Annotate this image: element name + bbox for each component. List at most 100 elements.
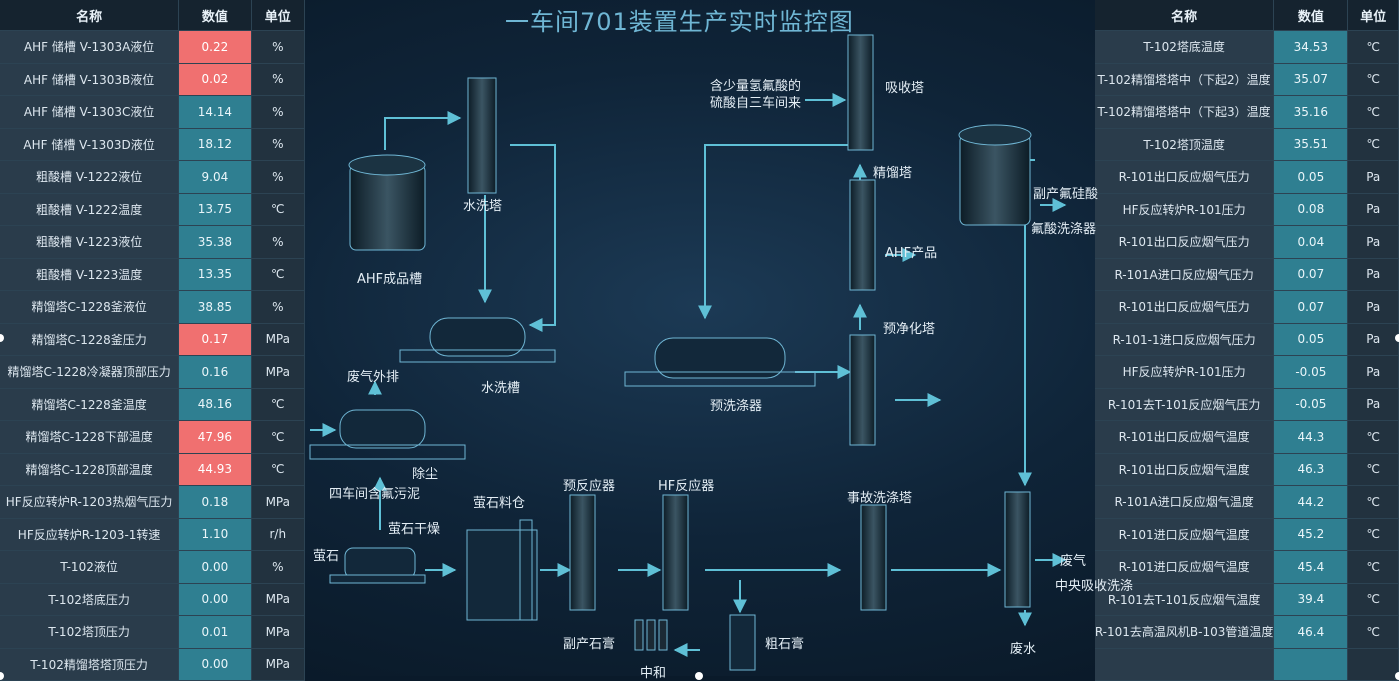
cell-value: 0.00: [179, 551, 251, 583]
cell-unit: %: [252, 129, 305, 161]
cell-unit: ℃: [1348, 454, 1399, 486]
cell-value: 0.05: [1274, 324, 1348, 356]
cell-name: R-101出口反应烟气压力: [1095, 291, 1274, 323]
cell-name: R-101出口反应烟气温度: [1095, 454, 1274, 486]
label-pre-reactor: 预反应器: [563, 475, 615, 494]
cell-unit: Pa: [1348, 389, 1399, 421]
cell-value: 0.16: [179, 356, 251, 388]
label-crude-gypsum: 粗石膏: [765, 633, 804, 652]
label-fluorite: 萤石: [313, 545, 339, 564]
cell-unit: ℃: [1348, 129, 1399, 161]
left-table-header: 名称 数值 单位: [0, 0, 305, 31]
cell-value: 9.04: [179, 161, 251, 193]
dust-collector: [310, 410, 465, 459]
cell-unit: Pa: [1348, 259, 1399, 291]
cell-name: R-101A进口反应烟气温度: [1095, 486, 1274, 518]
resize-handle-bottom[interactable]: [695, 672, 703, 680]
label-waste-water: 废水: [1010, 638, 1036, 657]
cell-name: 精馏塔C-1228下部温度: [0, 421, 179, 453]
absorb-tower: [848, 35, 873, 150]
cell-name: R-101进口反应烟气温度: [1095, 519, 1274, 551]
cell-name: AHF 储槽 V-1303D液位: [0, 129, 179, 161]
cell-name: R-101出口反应烟气温度: [1095, 421, 1274, 453]
cell-name: R-101出口反应烟气压力: [1095, 161, 1274, 193]
cell-unit: MPa: [252, 649, 305, 681]
cell-value: 45.4: [1274, 551, 1348, 583]
resize-handle-bottom-right[interactable]: [1395, 672, 1399, 680]
label-byproduct-gypsum: 副产石膏: [563, 633, 615, 652]
label-exhaust: 废气外排: [347, 366, 399, 385]
cell-value: 18.12: [179, 129, 251, 161]
label-rectify-tower: 精馏塔: [873, 162, 912, 181]
cell-value: 0.18: [179, 486, 251, 518]
cell-unit: Pa: [1348, 356, 1399, 388]
cell-unit: ℃: [1348, 551, 1399, 583]
cell-unit: ℃: [1348, 96, 1399, 128]
label-fsa-washer: 氟酸洗涤器: [1031, 218, 1096, 237]
cell-value: 35.51: [1274, 129, 1348, 161]
cell-name: T-102精馏塔塔顶压力: [0, 649, 179, 681]
pre-washer: [625, 338, 815, 386]
cell-name: 粗酸槽 V-1222温度: [0, 194, 179, 226]
cell-name: R-101-1进口反应烟气压力: [1095, 324, 1274, 356]
cell-value: 44.2: [1274, 486, 1348, 518]
label-workshop4: 四车间含氟污泥: [329, 483, 420, 502]
neutralize-tanks: [635, 620, 667, 650]
cell-unit: MPa: [252, 356, 305, 388]
cell-unit: ℃: [252, 454, 305, 486]
pre-purify-tower: [850, 335, 875, 445]
cell-name: AHF 储槽 V-1303B液位: [0, 64, 179, 96]
cell-unit: ℃: [1348, 64, 1399, 96]
cell-name: 精馏塔C-1228顶部温度: [0, 454, 179, 486]
cell-unit: %: [252, 96, 305, 128]
cell-value: 38.85: [179, 291, 251, 323]
cell-value: 13.35: [179, 259, 251, 291]
cell-value: 14.14: [179, 96, 251, 128]
cell-name: [1095, 649, 1274, 681]
central-absorb-tower: [1005, 492, 1030, 607]
resize-handle-right[interactable]: [1395, 334, 1399, 342]
table-row[interactable]: [1095, 649, 1399, 681]
header-unit: 单位: [252, 0, 305, 30]
cell-unit: ℃: [1348, 486, 1399, 518]
